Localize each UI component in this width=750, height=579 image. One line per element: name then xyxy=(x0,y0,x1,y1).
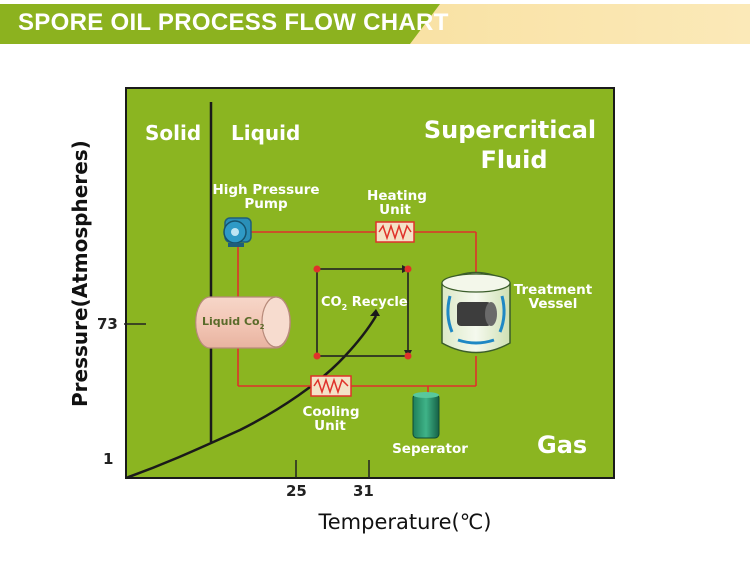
liquid-co2-tank-icon xyxy=(195,296,291,349)
liquid-co2-label: Liquid Co2 xyxy=(202,315,265,331)
y-tick-1: 1 xyxy=(103,450,114,468)
heating-label-1: Heating xyxy=(367,188,427,204)
pump-label-1: High Pressure xyxy=(212,182,319,198)
heater-coil-icon xyxy=(375,221,415,243)
region-gas-label: Gas xyxy=(537,431,587,459)
treatment-vessel-icon xyxy=(441,271,511,354)
cooling-label-2: Unit xyxy=(314,418,346,434)
cooler-coil-icon xyxy=(310,375,352,397)
co2-recycle-label: CO2 Recycle xyxy=(321,295,408,312)
region-supercritical-label-1: Supercritical xyxy=(424,116,596,144)
pump-icon xyxy=(223,217,252,247)
heating-label-2: Unit xyxy=(379,202,411,218)
header-banner: SPORE OIL PROCESS FLOW CHART xyxy=(0,0,750,45)
y-tick-73: 73 xyxy=(97,315,118,333)
treatment-label-2: Vessel xyxy=(529,296,578,312)
co2-recycle-loop xyxy=(313,265,412,360)
x-tick-31: 31 xyxy=(353,482,374,500)
separator-label: Seperator xyxy=(392,441,468,457)
x-tick-25: 25 xyxy=(286,482,307,500)
treatment-label-1: Treatment xyxy=(514,282,593,298)
cooling-label-1: Cooling xyxy=(303,404,360,420)
plot-area xyxy=(125,87,615,479)
region-liquid-label: Liquid xyxy=(231,121,300,145)
vapor-pressure-curve xyxy=(125,315,378,480)
pump-label-2: Pump xyxy=(244,196,288,212)
separator-tank-icon xyxy=(412,386,440,439)
x-axis-title: Temperature(℃) xyxy=(318,510,492,534)
page-title: SPORE OIL PROCESS FLOW CHART xyxy=(18,9,449,36)
region-solid-label: Solid xyxy=(145,121,201,145)
banner-shape xyxy=(0,4,750,44)
process-pipes xyxy=(237,231,477,387)
region-supercritical-label-2: Fluid xyxy=(480,146,547,174)
